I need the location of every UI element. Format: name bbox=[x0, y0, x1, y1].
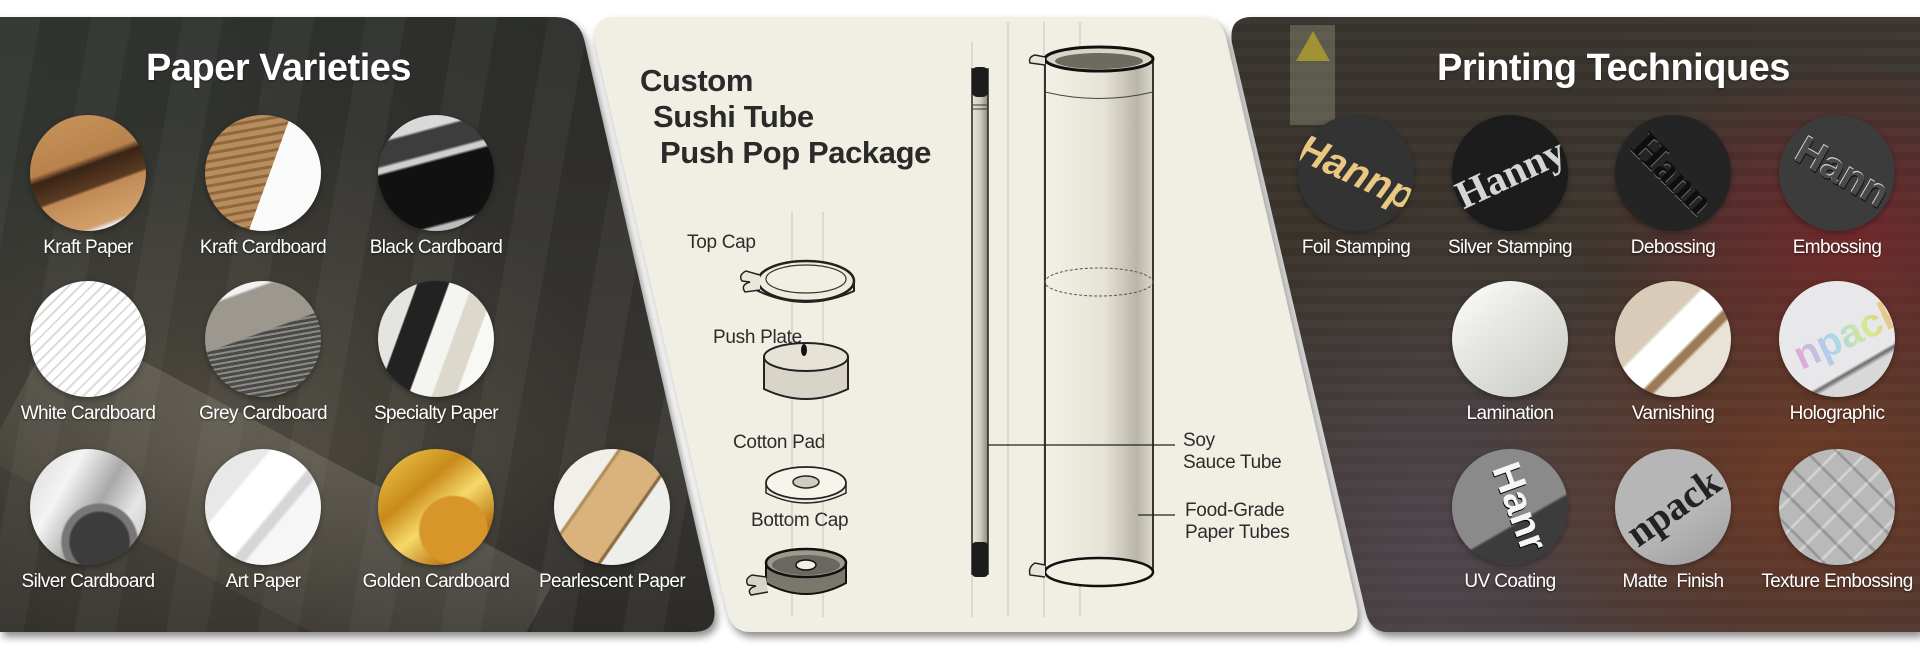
paper-varieties-background: Paper Varieties Kraft Paper Kraft Cardbo… bbox=[0, 17, 720, 632]
debossing-swatch: Hann bbox=[1615, 115, 1731, 231]
push-plate-drawing bbox=[764, 343, 848, 399]
technique-item-label: UV Coating bbox=[1464, 571, 1556, 592]
specialty-paper-swatch bbox=[378, 281, 494, 397]
paper-varieties-title: Paper Varieties bbox=[146, 47, 412, 89]
technique-item-uv-coating[interactable]: Hanr UV Coating bbox=[1420, 449, 1600, 593]
paper-item-black-cardboard[interactable]: Black Cardboard bbox=[346, 115, 526, 259]
safety-sign-icon bbox=[1290, 25, 1335, 125]
matte-finish-swatch: npack bbox=[1615, 449, 1731, 565]
technique-item-label: Lamination bbox=[1466, 403, 1554, 424]
callout-food-grade-paper-tubes: Food-Grade Paper Tubes bbox=[1185, 500, 1289, 544]
kraft-cardboard-swatch bbox=[205, 115, 321, 231]
technique-item-label: Embossing bbox=[1792, 237, 1882, 258]
golden-cardboard-swatch bbox=[378, 449, 494, 565]
sample-text: Hanny bbox=[1452, 128, 1568, 218]
technique-item-foil-stamping[interactable]: Hannp Foil Stamping bbox=[1266, 115, 1446, 259]
soy-sauce-tube-drawing bbox=[972, 67, 988, 577]
printing-techniques-panel: Printing Techniques Hannp Foil Stamping … bbox=[1228, 17, 1920, 632]
sample-text: Hannp bbox=[1298, 126, 1414, 219]
technique-item-holographic[interactable]: npack Holographic bbox=[1747, 281, 1920, 425]
sample-text: npack bbox=[1787, 290, 1895, 380]
technique-item-debossing[interactable]: Hann Debossing bbox=[1583, 115, 1763, 259]
art-paper-swatch bbox=[205, 449, 321, 565]
label-top-cap: Top Cap bbox=[687, 232, 756, 253]
technique-item-matte-finish[interactable]: npack Matte Finish bbox=[1583, 449, 1763, 593]
paper-item-label: Art Paper bbox=[225, 571, 301, 592]
diagram-background: Custom Sushi Tube Push Pop Package Top C… bbox=[590, 17, 1365, 632]
white-cardboard-swatch bbox=[30, 281, 146, 397]
technique-item-label: Debossing bbox=[1630, 237, 1716, 258]
callout-soy-sauce-tube: Soy Sauce Tube bbox=[1183, 430, 1281, 474]
technique-item-silver-stamping[interactable]: Hanny Silver Stamping bbox=[1420, 115, 1600, 259]
sushi-tube-sketch-illustration bbox=[590, 17, 1365, 632]
black-cardboard-swatch bbox=[378, 115, 494, 231]
top-cap-drawing bbox=[741, 261, 854, 302]
lamination-swatch bbox=[1452, 281, 1568, 397]
silver-cardboard-swatch bbox=[30, 449, 146, 565]
technique-item-lamination[interactable]: Lamination bbox=[1420, 281, 1600, 425]
paper-item-label: Specialty Paper bbox=[373, 403, 499, 424]
texture-embossing-swatch bbox=[1779, 449, 1895, 565]
technique-item-label: Texture Embossing bbox=[1761, 571, 1913, 592]
technique-item-label: Holographic bbox=[1789, 403, 1885, 424]
paper-item-label: Grey Cardboard bbox=[199, 403, 327, 424]
printing-techniques-background: Printing Techniques Hannp Foil Stamping … bbox=[1228, 17, 1920, 632]
label-push-plate: Push Plate bbox=[713, 327, 802, 348]
paper-item-pearlescent-paper[interactable]: Pearlescent Paper bbox=[522, 449, 702, 593]
paper-item-label: Golden Cardboard bbox=[362, 571, 510, 592]
paper-item-art-paper[interactable]: Art Paper bbox=[173, 449, 353, 593]
sample-text: Hann bbox=[1787, 128, 1895, 217]
technique-item-label: Foil Stamping bbox=[1301, 237, 1411, 258]
paper-item-golden-cardboard[interactable]: Golden Cardboard bbox=[346, 449, 526, 593]
holographic-swatch: npack bbox=[1779, 281, 1895, 397]
callout-line: Sauce Tube bbox=[1183, 451, 1282, 473]
cotton-pad-drawing bbox=[766, 467, 846, 503]
sushi-tube-diagram-panel: Custom Sushi Tube Push Pop Package Top C… bbox=[590, 17, 1365, 632]
paper-item-label: Kraft Paper bbox=[43, 237, 133, 258]
embossing-swatch: Hann bbox=[1779, 115, 1895, 231]
printing-techniques-title: Printing Techniques bbox=[1437, 47, 1790, 89]
paper-varieties-panel: Paper Varieties Kraft Paper Kraft Cardbo… bbox=[0, 17, 720, 632]
sample-text: Hanr bbox=[1483, 456, 1556, 558]
paper-item-label: White Cardboard bbox=[20, 403, 156, 424]
technique-item-label: Matte Finish bbox=[1622, 571, 1724, 592]
diagram-title-line-2: Sushi Tube bbox=[653, 99, 814, 134]
kraft-paper-swatch bbox=[30, 115, 146, 231]
varnishing-swatch bbox=[1615, 281, 1731, 397]
paper-item-label: Pearlescent Paper bbox=[538, 571, 686, 592]
paper-item-white-cardboard[interactable]: White Cardboard bbox=[0, 281, 178, 425]
technique-item-label: Varnishing bbox=[1631, 403, 1715, 424]
paper-item-label: Silver Cardboard bbox=[21, 571, 155, 592]
technique-item-embossing[interactable]: Hann Embossing bbox=[1747, 115, 1920, 259]
bottom-cap-drawing bbox=[747, 549, 846, 595]
technique-item-label: Silver Stamping bbox=[1447, 237, 1573, 258]
label-cotton-pad: Cotton Pad bbox=[733, 432, 826, 453]
paper-item-kraft-cardboard[interactable]: Kraft Cardboard bbox=[173, 115, 353, 259]
technique-item-texture-embossing[interactable]: Texture Embossing bbox=[1747, 449, 1920, 593]
uv-coating-swatch: Hanr bbox=[1452, 449, 1568, 565]
paper-item-label: Black Cardboard bbox=[369, 237, 503, 258]
callout-line: Food-Grade bbox=[1185, 500, 1285, 521]
paper-item-specialty-paper[interactable]: Specialty Paper bbox=[346, 281, 526, 425]
sample-text: npack bbox=[1617, 458, 1729, 556]
paper-item-silver-cardboard[interactable]: Silver Cardboard bbox=[0, 449, 178, 593]
technique-item-varnishing[interactable]: Varnishing bbox=[1583, 281, 1763, 425]
foil-stamping-swatch: Hannp bbox=[1298, 115, 1414, 231]
diagram-title-line-3: Push Pop Package bbox=[660, 135, 931, 170]
pearlescent-paper-swatch bbox=[554, 449, 670, 565]
silver-stamping-swatch: Hanny bbox=[1452, 115, 1568, 231]
callout-line: Paper Tubes bbox=[1185, 521, 1290, 543]
paper-item-label: Kraft Cardboard bbox=[199, 237, 327, 258]
paper-item-grey-cardboard[interactable]: Grey Cardboard bbox=[173, 281, 353, 425]
callout-line: Soy bbox=[1183, 430, 1215, 451]
paper-tube-drawing bbox=[1030, 47, 1153, 586]
paper-item-kraft-paper[interactable]: Kraft Paper bbox=[0, 115, 178, 259]
label-bottom-cap: Bottom Cap bbox=[751, 510, 849, 531]
sample-text: Hann bbox=[1623, 123, 1723, 223]
diagram-title-line-1: Custom bbox=[640, 63, 753, 98]
grey-cardboard-swatch bbox=[205, 281, 321, 397]
